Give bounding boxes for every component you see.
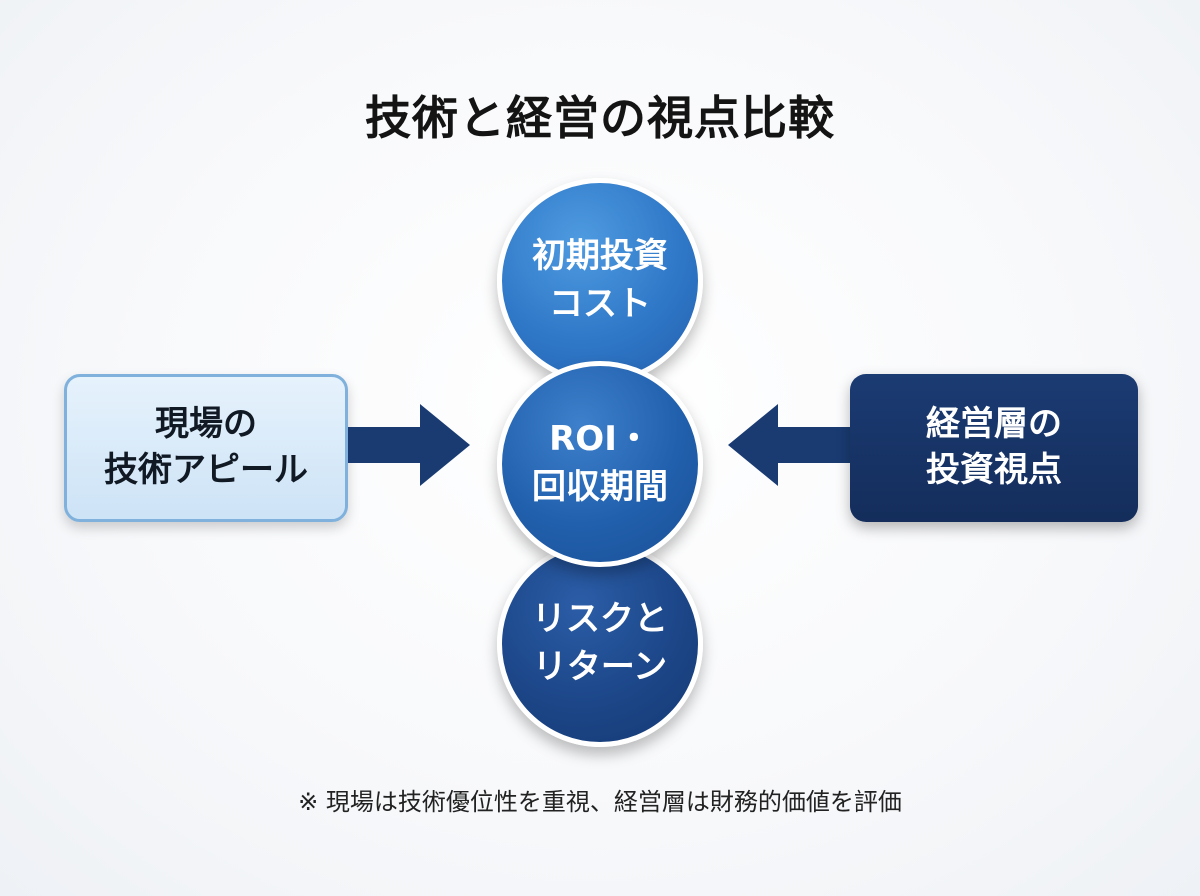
page-title: 技術と経営の視点比較 [365, 91, 835, 145]
management-investment-box: 経営層の 投資視点 [850, 374, 1138, 522]
initial-investment-cost-circle: 初期投資 コスト [497, 178, 703, 384]
management-investment-line2: 投資視点 [926, 450, 1062, 490]
circle-bottom-line1: リスクと [532, 599, 668, 640]
footnote: ※ 現場は技術優位性を重視、経営層は財務的価値を評価 [298, 788, 902, 816]
circle-middle-line2: 回収期間 [532, 467, 668, 507]
circle-middle-line1: ROI・ [549, 419, 651, 460]
field-tech-appeal-line2: 技術アピール [104, 450, 308, 490]
management-investment-line1: 経営層の [926, 404, 1062, 445]
arrow-left-icon [728, 404, 850, 486]
field-tech-appeal-box: 現場の 技術アピール [64, 374, 348, 522]
roi-payback-circle: ROI・ 回収期間 [497, 361, 703, 567]
circle-bottom-line2: リターン [532, 647, 668, 687]
circle-top-line2: コスト [549, 284, 651, 324]
arrow-right-icon [348, 404, 470, 486]
field-tech-appeal-line1: 現場の [155, 404, 257, 445]
circle-top-line1: 初期投資 [532, 236, 668, 277]
risk-return-circle: リスクと リターン [497, 541, 703, 747]
